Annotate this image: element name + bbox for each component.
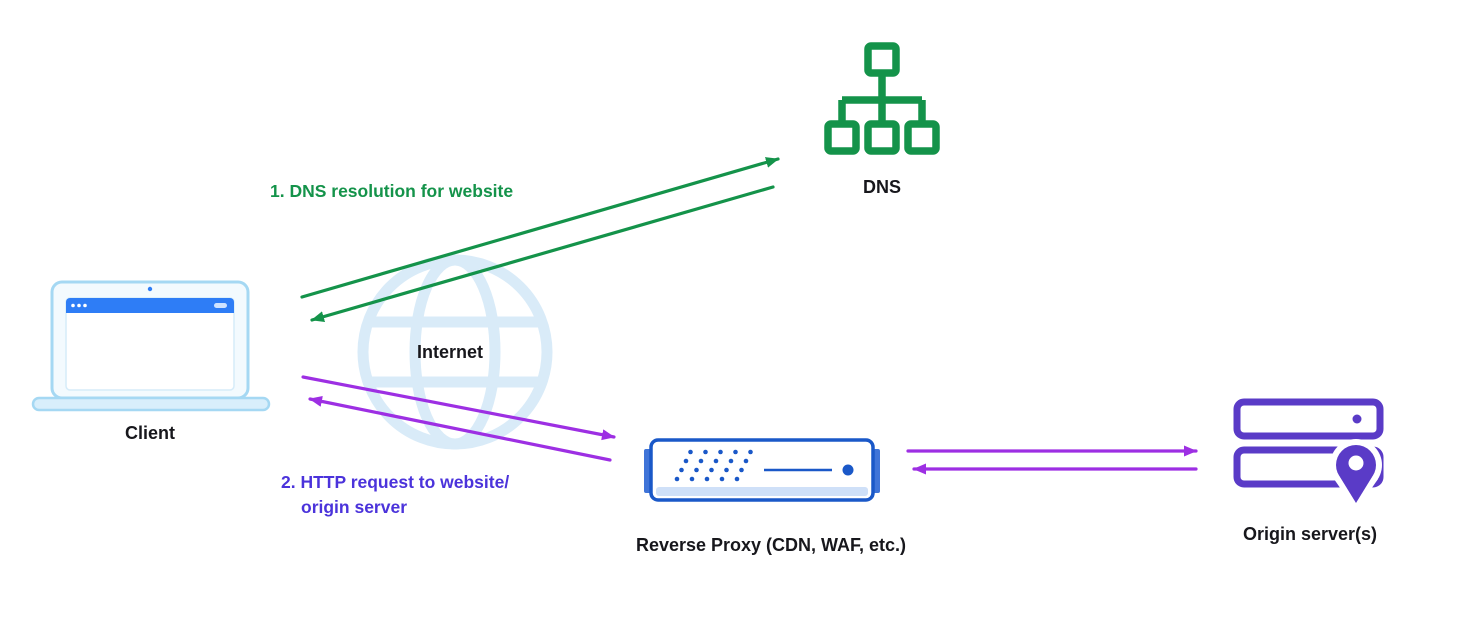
client-laptop-icon [31, 280, 271, 412]
arrow-client-to-proxy [301, 375, 616, 441]
dns-resolution-step-label: 1. DNS resolution for website [270, 181, 514, 201]
proxy-dot-pattern [674, 449, 753, 482]
dns-label: DNS [862, 177, 902, 197]
reverse-proxy-icon [644, 438, 880, 502]
arrow-client-to-dns [300, 157, 780, 299]
laptop-camera-dot [147, 286, 153, 292]
client-label: Client [124, 423, 176, 443]
http-request-step-label-line2: origin server [301, 497, 408, 517]
proxy-shading-strip [656, 487, 868, 496]
laptop-base [31, 396, 271, 412]
arrow-proxy-to-client [308, 396, 612, 462]
origin-servers-icon [1233, 398, 1384, 511]
server-led-dot [1352, 414, 1362, 424]
laptop-browser-window [65, 297, 235, 391]
arrow-dns-to-client [310, 185, 775, 322]
proxy-power-dot [842, 464, 854, 476]
dns-tree-icon [824, 42, 940, 155]
internet-globe-icon [357, 254, 553, 450]
internet-label: Internet [416, 342, 484, 362]
http-request-step-label-line1: 2. HTTP request to website/ [281, 472, 510, 492]
reverse-proxy-label: Reverse Proxy (CDN, WAF, etc.) [635, 535, 907, 555]
location-pin-icon [1330, 439, 1382, 511]
origin-servers-label: Origin server(s) [1242, 524, 1378, 544]
